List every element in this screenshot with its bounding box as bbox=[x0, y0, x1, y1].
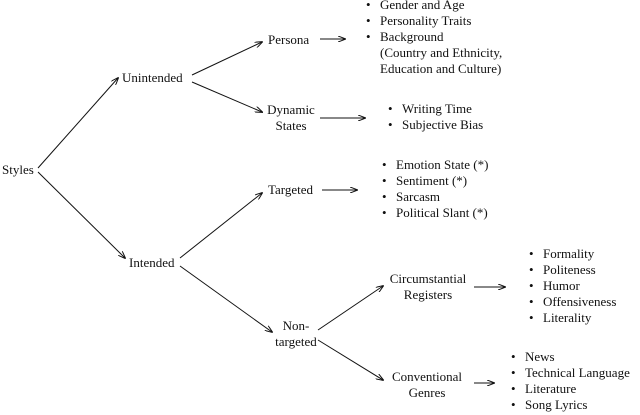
edge-nontargeted-circumstantial bbox=[317, 286, 383, 331]
edge-unintended-dynamic bbox=[191, 81, 262, 112]
node-dynamic-states: Dynamic States bbox=[267, 102, 315, 133]
list-item: •Song Lyrics bbox=[511, 397, 588, 412]
list-item: •Emotion State (*) bbox=[382, 157, 489, 172]
circumstantial-registers-list: •Formality •Politeness •Humor •Offensive… bbox=[529, 246, 616, 326]
node-intended: Intended bbox=[129, 255, 175, 270]
edge-unintended-persona bbox=[191, 42, 262, 76]
conventional-genres-list: •News •Technical Language •Literature •S… bbox=[511, 349, 630, 413]
list-item: •Formality bbox=[529, 246, 595, 261]
list-item: •Sentiment (*) bbox=[382, 173, 468, 188]
list-item: •Humor bbox=[529, 278, 580, 293]
list-item: •Gender and Age bbox=[366, 0, 465, 12]
edge-intended-targeted bbox=[179, 193, 262, 259]
dynamic-states-list: •Writing Time •Subjective Bias bbox=[388, 101, 483, 133]
node-non-targeted: Non- targeted bbox=[275, 318, 317, 349]
list-item: •Literature bbox=[511, 381, 577, 396]
list-item: •Political Slant (*) bbox=[382, 205, 488, 220]
node-styles: Styles bbox=[2, 162, 34, 177]
targeted-list: •Emotion State (*) •Sentiment (*) •Sarca… bbox=[382, 157, 488, 221]
node-persona: Persona bbox=[268, 32, 310, 47]
list-item: •Technical Language bbox=[511, 365, 630, 380]
persona-list: •Gender and Age •Personality Traits •Bac… bbox=[366, 0, 502, 77]
list-item: •Offensiveness bbox=[529, 294, 617, 309]
node-conventional-genres: Conventional Genres bbox=[391, 369, 463, 400]
list-item: •Sarcasm bbox=[382, 189, 441, 204]
node-targeted: Targeted bbox=[268, 182, 314, 197]
edge-styles-intended bbox=[37, 171, 125, 258]
list-item: •Politeness bbox=[529, 262, 596, 277]
list-item: •Background bbox=[366, 29, 444, 44]
list-item: •News bbox=[511, 349, 555, 364]
node-circumstantial-registers: Circumstantial Registers bbox=[389, 271, 467, 302]
node-unintended: Unintended bbox=[122, 70, 183, 85]
list-item: •Literality bbox=[529, 310, 592, 325]
list-item-continuation: (Country and Ethnicity, bbox=[380, 45, 503, 60]
list-item: •Writing Time bbox=[388, 101, 472, 116]
list-item: •Subjective Bias bbox=[388, 117, 484, 132]
list-item: •Personality Traits bbox=[366, 13, 472, 28]
edge-nontargeted-conventional bbox=[317, 339, 383, 380]
edge-styles-unintended bbox=[37, 78, 118, 169]
list-item-continuation: Education and Culture) bbox=[380, 61, 502, 76]
edge-intended-nontargeted bbox=[179, 265, 272, 332]
